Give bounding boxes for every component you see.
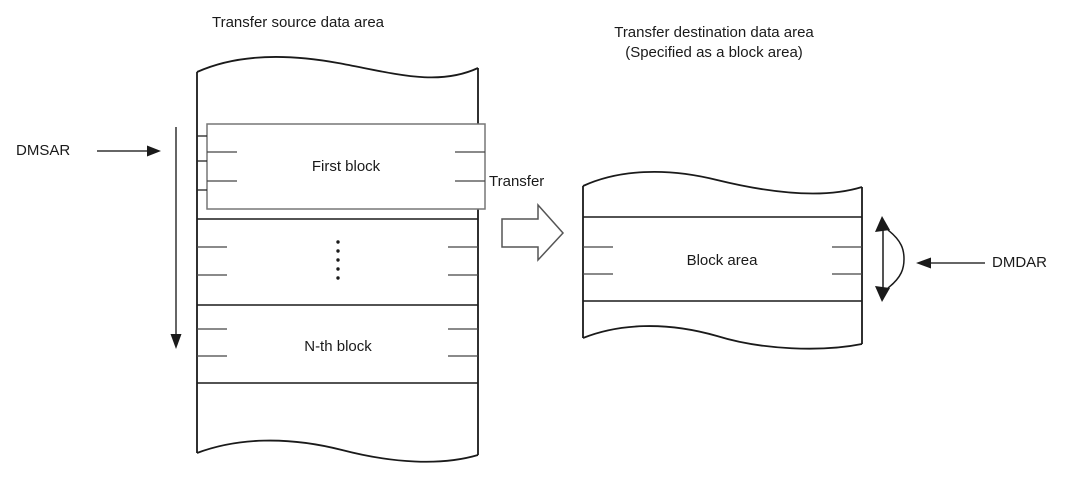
source-area-title: Transfer source data area — [211, 14, 385, 31]
destination-area-outline — [582, 170, 863, 350]
dmdar-arrowhead-icon — [916, 257, 931, 269]
first-block-ticks — [207, 151, 485, 182]
first-block-box — [206, 123, 486, 210]
source-dividers — [197, 218, 478, 384]
block-area-band — [583, 216, 862, 302]
nth-block-label: N-th block — [304, 338, 372, 355]
source-edge-stub-ticks — [197, 135, 207, 191]
destination-top-wave — [582, 170, 863, 195]
transfer-label: Transfer — [489, 173, 545, 190]
block-area-label: Block area — [686, 252, 758, 269]
down-arrowhead-icon — [170, 334, 182, 349]
dmdar-register-label: DMDAR — [992, 254, 1047, 271]
destination-bottom-wave — [582, 325, 863, 350]
dmdar-arrow — [916, 257, 985, 269]
middle-section-ticks — [197, 246, 478, 276]
destination-title-line1: Transfer destination data area — [614, 24, 814, 41]
dmdar-cycle-arrow-icon — [875, 216, 905, 302]
nth-block-ticks — [197, 328, 478, 357]
dmsar-register-label: DMSAR — [16, 142, 71, 159]
block-area-ticks — [583, 246, 862, 275]
destination-title-line2: (Specified as a block area) — [625, 44, 803, 61]
source-direction-down-arrow — [170, 127, 182, 349]
source-top-wave — [196, 56, 479, 79]
destination-area-title: Transfer destination data area (Specifie… — [614, 23, 814, 63]
source-bottom-wave — [196, 439, 479, 463]
ellipsis-dots — [336, 240, 340, 280]
dmsar-arrow — [97, 145, 161, 157]
dmsar-arrowhead-icon — [147, 145, 161, 157]
transfer-block-arrow-icon — [501, 203, 565, 262]
first-block-label: First block — [311, 158, 381, 175]
